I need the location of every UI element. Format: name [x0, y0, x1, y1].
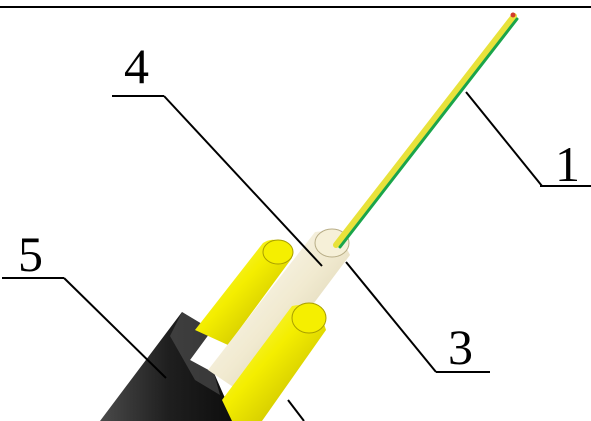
strength-member-upper	[195, 239, 292, 345]
strength-member-lower	[222, 305, 326, 421]
label-4: 4	[124, 38, 149, 94]
optical-fiber	[333, 13, 517, 248]
label-1: 1	[555, 136, 580, 192]
leader-lines	[2, 91, 591, 421]
buffer-tube	[208, 231, 350, 395]
label-5: 5	[18, 226, 43, 282]
label-3: 3	[448, 319, 473, 375]
